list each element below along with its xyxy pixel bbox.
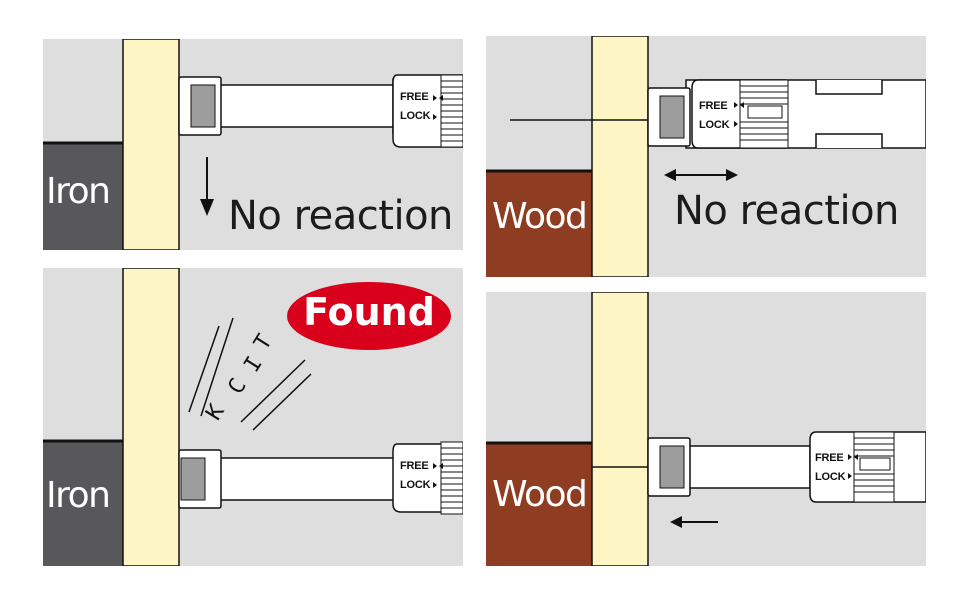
iron-block bbox=[43, 440, 123, 566]
left-arrow bbox=[670, 516, 718, 528]
panel-iron-found-drawing bbox=[43, 268, 463, 566]
material-label-iron: Iron bbox=[46, 475, 111, 516]
label-free: FREE bbox=[815, 452, 844, 464]
caption-no-reaction: No reaction bbox=[674, 188, 899, 234]
label-lock: LOCK bbox=[815, 471, 846, 483]
found-label: Found bbox=[303, 290, 435, 334]
material-label-iron: Iron bbox=[46, 171, 111, 212]
panel-wood-no-reaction: Wood No reaction FREE LOCK bbox=[486, 36, 926, 277]
wood-block bbox=[486, 170, 592, 277]
magnet-probe bbox=[647, 431, 926, 503]
magnet-probe bbox=[178, 74, 463, 148]
iron-block bbox=[43, 142, 123, 250]
material-label-wood: Wood bbox=[492, 196, 588, 237]
panel-wood-found: Wood FREE LOCK bbox=[486, 292, 926, 566]
magnet-probe bbox=[178, 441, 463, 515]
down-arrow bbox=[200, 157, 214, 216]
label-lock: LOCK bbox=[699, 119, 730, 131]
panel-iron-no-reaction-drawing bbox=[43, 39, 463, 250]
wall bbox=[122, 39, 180, 250]
panel-wood-found-drawing bbox=[486, 292, 926, 566]
label-lock: LOCK bbox=[400, 479, 431, 491]
label-free: FREE bbox=[699, 100, 728, 112]
magnet-probe bbox=[647, 79, 926, 149]
caption-no-reaction: No reaction bbox=[228, 193, 453, 239]
wall bbox=[591, 292, 649, 566]
panel-iron-found: Found T I C K Iron FREE LOCK bbox=[43, 268, 463, 566]
double-arrow bbox=[664, 169, 738, 181]
wood-block bbox=[486, 442, 592, 566]
wall bbox=[591, 36, 649, 277]
panel-iron-no-reaction: Iron No reaction FREE LOCK bbox=[43, 39, 463, 250]
impact-lines bbox=[188, 317, 312, 431]
panel-wood-no-reaction-drawing bbox=[486, 36, 926, 277]
label-free: FREE bbox=[400, 91, 429, 103]
found-badge bbox=[287, 282, 451, 350]
material-label-wood: Wood bbox=[492, 474, 588, 515]
label-free: FREE bbox=[400, 460, 429, 472]
label-lock: LOCK bbox=[400, 110, 431, 122]
wall bbox=[122, 268, 180, 566]
